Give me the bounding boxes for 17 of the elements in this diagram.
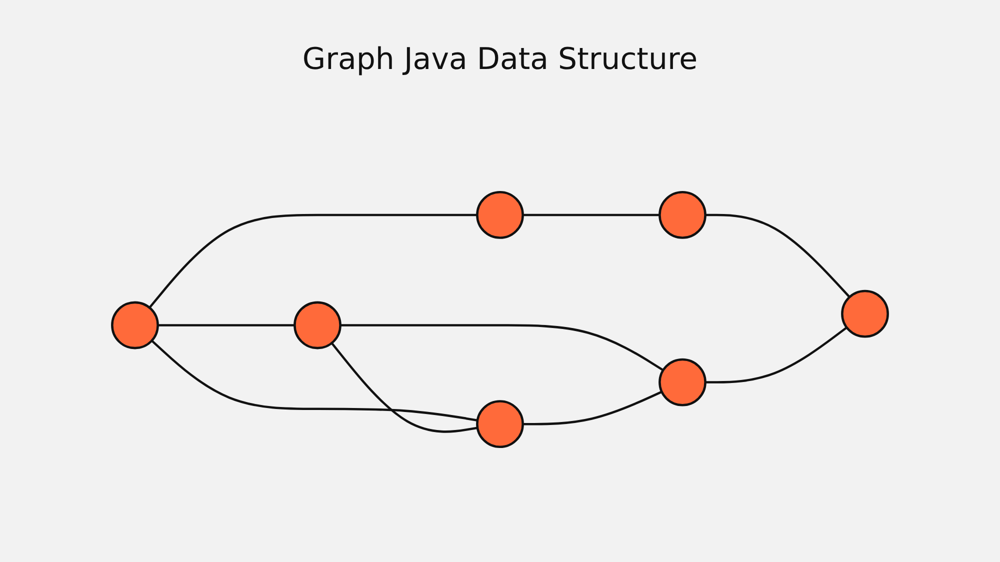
connector-line <box>522 391 662 426</box>
connector-line <box>522 214 660 217</box>
circle-node <box>476 400 524 448</box>
connector-line <box>705 327 848 384</box>
circle-node <box>658 191 706 240</box>
circle-node <box>111 302 159 350</box>
connector-line <box>151 340 478 422</box>
circle-node <box>658 358 706 407</box>
connector-line <box>705 214 850 298</box>
connector-line <box>330 342 478 434</box>
connector-line <box>340 324 664 372</box>
connector-line <box>158 324 295 327</box>
circle-node <box>841 290 889 338</box>
connector-line <box>148 214 478 309</box>
circle-node <box>294 302 342 350</box>
diagram-title: Graph Java Data Structure <box>301 42 699 77</box>
circle-node <box>476 191 524 240</box>
